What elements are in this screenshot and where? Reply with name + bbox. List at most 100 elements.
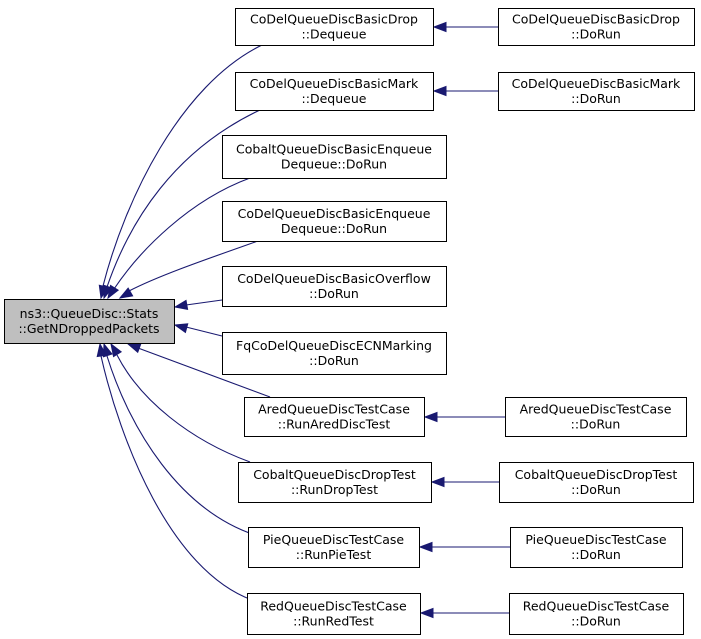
edge-n8-to-root xyxy=(110,342,251,463)
edge-n7b-to-n7 xyxy=(423,411,505,423)
node-label-line: ::DoRun xyxy=(571,547,621,562)
arrowhead-icon xyxy=(107,284,120,300)
arrowhead-icon xyxy=(110,342,123,358)
node-label-line: FqCoDelQueueDiscECNMarking xyxy=(236,338,432,353)
node-box xyxy=(222,135,447,179)
edge-line xyxy=(106,109,261,288)
node-label-line: ::DoRun xyxy=(309,353,359,368)
node-label-line: CoDelQueueDiscBasicEnqueue xyxy=(238,206,431,221)
node-label-line: ::DoRun xyxy=(309,286,359,301)
node-box xyxy=(499,462,694,503)
arrowhead-icon xyxy=(423,411,438,423)
edge-line xyxy=(185,299,223,306)
edge-n10b-to-n10 xyxy=(419,607,509,619)
edge-n4-to-root xyxy=(118,240,259,299)
node-label-line: ::DoRun xyxy=(571,614,621,629)
root-node: ns3::QueueDisc::Stats::GetNDroppedPacket… xyxy=(4,299,175,344)
arrowhead-icon xyxy=(118,287,134,299)
node-label-line: ::DoRun xyxy=(571,482,621,497)
edge-n5-to-root xyxy=(173,299,223,310)
node-label-line: ::Dequeue xyxy=(302,91,367,106)
arrowhead-icon xyxy=(96,342,107,358)
caller-node[interactable]: PieQueueDiscTestCase::DoRun xyxy=(510,527,683,568)
node-label-line: ::RunDropTest xyxy=(291,482,378,497)
node-box xyxy=(222,266,447,307)
node-box xyxy=(238,462,432,503)
edge-line xyxy=(100,355,253,601)
node-label-line: CoDelQueueDiscBasicDrop xyxy=(512,12,680,27)
edge-line xyxy=(137,347,271,398)
node-label-line: Dequeue::DoRun xyxy=(281,221,387,236)
edge-n2b-to-n2 xyxy=(432,85,498,97)
edges-layer xyxy=(96,21,510,619)
arrowhead-icon xyxy=(430,476,445,488)
edge-line xyxy=(102,44,263,287)
edge-line xyxy=(128,240,259,292)
edge-n9b-to-n9 xyxy=(418,541,510,553)
arrowhead-icon xyxy=(432,21,447,33)
edge-n1b-to-n1 xyxy=(432,21,498,33)
arrowhead-icon xyxy=(418,541,433,553)
caller-node[interactable]: CobaltQueueDiscDropTest::DoRun xyxy=(499,462,694,503)
node-box xyxy=(222,201,447,242)
node-label-line: ::RunRedTest xyxy=(293,614,374,629)
node-box xyxy=(4,299,175,344)
caller-node[interactable]: RedQueueDiscTestCase::DoRun xyxy=(509,593,684,635)
node-label-line: PieQueueDiscTestCase xyxy=(525,532,666,547)
node-box xyxy=(247,593,421,635)
node-box xyxy=(510,527,683,568)
caller-node[interactable]: CobaltQueueDiscBasicEnqueueDequeue::DoRu… xyxy=(222,135,447,179)
node-label-line: CoDelQueueDiscBasicMark xyxy=(512,76,681,91)
edge-n7-to-root xyxy=(126,343,271,398)
node-label-line: CobaltQueueDiscDropTest xyxy=(515,467,678,482)
edge-n10-to-root xyxy=(96,342,253,601)
node-label-line: ::GetNDroppedPackets xyxy=(18,321,159,336)
node-label-line: AredQueueDiscTestCase xyxy=(258,402,410,417)
caller-node[interactable]: CoDelQueueDiscBasicMark::DoRun xyxy=(498,72,695,111)
edge-line xyxy=(116,354,251,463)
node-label-line: ::DoRun xyxy=(571,417,621,432)
node-label-line: AredQueueDiscTestCase xyxy=(520,402,672,417)
arrowhead-icon xyxy=(173,299,189,310)
arrowhead-icon xyxy=(173,323,189,334)
node-label-line: CoDelQueueDiscBasicOverflow xyxy=(237,271,431,286)
node-box xyxy=(505,397,687,437)
edge-n6-to-root xyxy=(173,323,223,337)
caller-node[interactable]: CoDelQueueDiscBasicMark::Dequeue xyxy=(235,72,434,111)
node-label-line: ::DoRun xyxy=(571,27,621,42)
arrowhead-icon xyxy=(419,607,434,619)
caller-node[interactable]: RedQueueDiscTestCase::RunRedTest xyxy=(247,593,421,635)
caller-node[interactable]: PieQueueDiscTestCase::RunPieTest xyxy=(248,527,420,568)
node-box xyxy=(498,8,695,46)
node-box xyxy=(222,332,447,375)
node-box xyxy=(509,593,684,635)
node-label-line: ::DoRun xyxy=(571,91,621,106)
node-label-line: CobaltQueueDiscDropTest xyxy=(253,467,416,482)
edge-n3-to-root xyxy=(107,177,251,300)
node-box xyxy=(235,72,434,111)
caller-node[interactable]: CoDelQueueDiscBasicDrop::Dequeue xyxy=(235,8,434,46)
node-label-line: ::RunAredDiscTest xyxy=(278,417,391,432)
node-box xyxy=(235,8,434,46)
node-label-line: ::Dequeue xyxy=(302,27,367,42)
caller-node[interactable]: CobaltQueueDiscDropTest::RunDropTest xyxy=(238,462,432,503)
caller-node[interactable]: AredQueueDiscTestCase::DoRun xyxy=(505,397,687,437)
edge-n8b-to-n8 xyxy=(430,476,499,488)
node-label-line: CobaltQueueDiscBasicEnqueue xyxy=(236,142,432,157)
nodes-layer: ns3::QueueDisc::Stats::GetNDroppedPacket… xyxy=(4,8,695,635)
node-label-line: PieQueueDiscTestCase xyxy=(263,532,404,547)
node-label-line: CoDelQueueDiscBasicDrop xyxy=(250,12,418,27)
node-label-line: RedQueueDiscTestCase xyxy=(523,599,670,614)
edge-line xyxy=(113,177,251,290)
node-box xyxy=(498,72,695,111)
caller-node[interactable]: CoDelQueueDiscBasicDrop::DoRun xyxy=(498,8,695,46)
caller-node[interactable]: AredQueueDiscTestCase::RunAredDiscTest xyxy=(244,397,425,437)
node-box xyxy=(248,527,420,568)
node-label-line: RedQueueDiscTestCase xyxy=(260,599,407,614)
caller-node[interactable]: FqCoDelQueueDiscECNMarking::DoRun xyxy=(222,332,447,375)
caller-node[interactable]: CoDelQueueDiscBasicOverflow::DoRun xyxy=(222,266,447,307)
edge-line xyxy=(185,326,223,337)
edge-line xyxy=(106,355,256,536)
